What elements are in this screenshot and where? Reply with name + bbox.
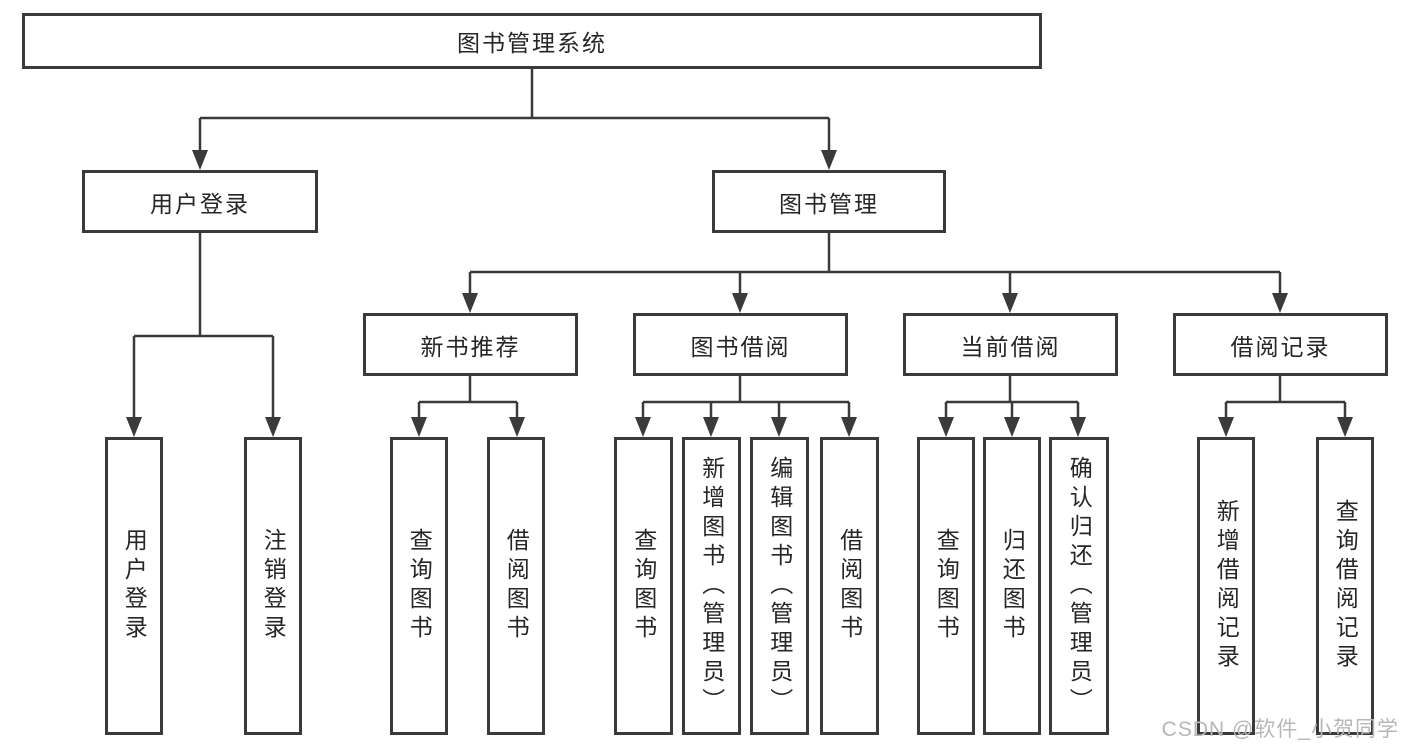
node-new-book-recommend: 新书推荐 bbox=[363, 313, 578, 376]
leaf-return-book: 归还图书 bbox=[983, 437, 1041, 735]
leaf-query-borrow-record: 查询借阅记录 bbox=[1316, 437, 1374, 735]
connector-lines bbox=[132, 69, 1347, 419]
node-borrowing-records: 借阅记录 bbox=[1173, 313, 1388, 376]
leaf-borrow-books-recommend-label: 借阅图书 bbox=[503, 528, 530, 644]
node-current-borrowing: 当前借阅 bbox=[903, 313, 1118, 376]
leaf-borrow-books-label: 借阅图书 bbox=[836, 528, 863, 644]
node-new-book-recommend-label: 新书推荐 bbox=[420, 333, 521, 360]
leaf-return-book-label: 归还图书 bbox=[999, 528, 1026, 644]
node-root-label: 图书管理系统 bbox=[457, 30, 607, 56]
leaf-edit-book-admin-label: 编辑图书（管理员） bbox=[766, 455, 793, 717]
leaf-logout-label: 注销登录 bbox=[260, 528, 287, 644]
node-root: 图书管理系统 bbox=[22, 13, 1042, 69]
node-user-login-label: 用户登录 bbox=[150, 190, 250, 217]
leaf-user-login: 用户登录 bbox=[105, 437, 163, 735]
leaf-edit-book-admin: 编辑图书（管理员） bbox=[750, 437, 809, 735]
leaf-query-books-borrow: 查询图书 bbox=[614, 437, 673, 735]
node-book-borrowing-label: 图书借阅 bbox=[690, 333, 791, 360]
leaf-borrow-books: 借阅图书 bbox=[820, 437, 879, 735]
arrowhead-icons bbox=[126, 150, 1353, 437]
leaf-borrow-books-recommend: 借阅图书 bbox=[487, 437, 545, 735]
leaf-add-borrow-record-label: 新增借阅记录 bbox=[1213, 499, 1240, 673]
leaf-user-login-label: 用户登录 bbox=[121, 528, 148, 644]
node-book-management: 图书管理 bbox=[712, 170, 946, 233]
node-book-borrowing: 图书借阅 bbox=[633, 313, 848, 376]
leaf-query-books-recommend: 查询图书 bbox=[390, 437, 448, 735]
watermark: CSDN @软件_小贺同学 bbox=[1161, 718, 1399, 741]
leaf-query-books-current-label: 查询图书 bbox=[933, 528, 960, 644]
node-borrowing-records-label: 借阅记录 bbox=[1230, 333, 1331, 360]
leaf-query-books-borrow-label: 查询图书 bbox=[630, 528, 657, 644]
node-user-login: 用户登录 bbox=[82, 170, 318, 233]
node-current-borrowing-label: 当前借阅 bbox=[960, 333, 1061, 360]
leaf-query-books-recommend-label: 查询图书 bbox=[406, 528, 433, 644]
leaf-confirm-return-admin-label: 确认归还（管理员） bbox=[1066, 455, 1093, 717]
leaf-query-borrow-record-label: 查询借阅记录 bbox=[1332, 499, 1359, 673]
leaf-add-borrow-record: 新增借阅记录 bbox=[1197, 437, 1255, 735]
leaf-query-books-current: 查询图书 bbox=[917, 437, 975, 735]
leaf-confirm-return-admin: 确认归还（管理员） bbox=[1049, 437, 1109, 735]
leaf-logout: 注销登录 bbox=[244, 437, 302, 735]
node-book-management-label: 图书管理 bbox=[779, 190, 879, 217]
leaf-add-book-admin: 新增图书（管理员） bbox=[682, 437, 741, 735]
leaf-add-book-admin-label: 新增图书（管理员） bbox=[698, 455, 725, 717]
